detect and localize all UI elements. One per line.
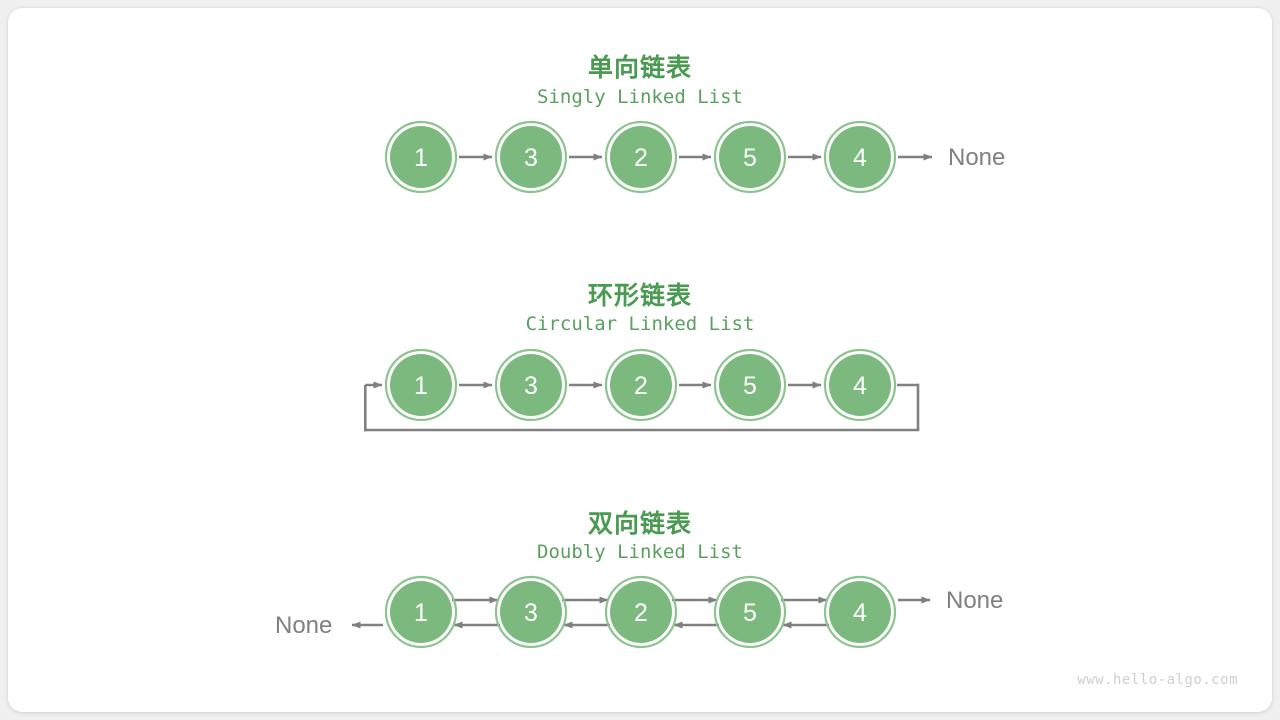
doubly-node-value-3: 5 [743, 599, 757, 627]
doubly-node-outer-ring-4 [823, 575, 897, 649]
singly-node-value-4: 4 [853, 144, 867, 172]
circular-node-value-1: 3 [524, 372, 538, 400]
doubly-node-fill-3 [719, 581, 781, 643]
circular-node-outer-ring-4 [823, 348, 897, 422]
doubly-node-value-4: 4 [853, 599, 867, 627]
doubly-node-value-2: 2 [634, 599, 648, 627]
singly-node-2: 2 [604, 120, 678, 194]
circular-node-value-0: 1 [414, 372, 428, 400]
doubly-node-outer-ring-3 [713, 575, 787, 649]
doubly-node-fill-2 [610, 581, 672, 643]
doubly-node-fill-1 [500, 581, 562, 643]
doubly-node-1: 3 [494, 575, 568, 649]
circular-node-value-2: 2 [634, 372, 648, 400]
singly-node-fill-4 [829, 126, 891, 188]
circular-node-2: 2 [604, 348, 678, 422]
singly-node-fill-2 [610, 126, 672, 188]
singly-node-value-1: 3 [524, 144, 538, 172]
doubly-node-0: 1 [384, 575, 458, 649]
singly-node-value-2: 2 [634, 144, 648, 172]
singly-node-0: 1 [384, 120, 458, 194]
doubly-node-outer-ring-2 [604, 575, 678, 649]
singly-node-value-3: 5 [743, 144, 757, 172]
circular-node-3: 5 [713, 348, 787, 422]
circular-node-value-4: 4 [853, 372, 867, 400]
singly-node-outer-ring-4 [823, 120, 897, 194]
doubly-node-outer-ring-1 [494, 575, 568, 649]
watermark: www.hello-algo.com [1077, 672, 1238, 688]
circular-node-0: 1 [384, 348, 458, 422]
doubly-node-2: 2 [604, 575, 678, 649]
doubly-list-subtitle: Doubly Linked List [537, 541, 743, 563]
doubly-node-3: 5 [713, 575, 787, 649]
doubly-list-title: 双向链表 [587, 510, 692, 538]
singly-node-outer-ring-0 [384, 120, 458, 194]
circular-node-outer-ring-0 [384, 348, 458, 422]
singly-node-fill-1 [500, 126, 562, 188]
singly-node-1: 3 [494, 120, 568, 194]
doubly-head-none-label: None [275, 612, 333, 639]
singly-node-outer-ring-3 [713, 120, 787, 194]
circular-node-fill-0 [390, 354, 452, 416]
circular-node-fill-4 [829, 354, 891, 416]
circular-list-subtitle: Circular Linked List [525, 313, 755, 335]
circular-node-fill-3 [719, 354, 781, 416]
singly-tail-none-label: None [948, 144, 1006, 171]
singly-node-3: 5 [713, 120, 787, 194]
circular-node-fill-1 [500, 354, 562, 416]
doubly-tail-none-label: None [946, 587, 1004, 614]
singly-list-subtitle: Singly Linked List [537, 86, 743, 108]
singly-list-title: 单向链表 [587, 54, 692, 82]
singly-node-fill-3 [719, 126, 781, 188]
singly-node-value-0: 1 [414, 144, 428, 172]
singly-node-4: 4 [823, 120, 897, 194]
doubly-node-value-0: 1 [414, 599, 428, 627]
circular-node-outer-ring-2 [604, 348, 678, 422]
doubly-node-4: 4 [823, 575, 897, 649]
doubly-node-fill-0 [390, 581, 452, 643]
circular-node-4: 4 [823, 348, 897, 422]
circular-node-outer-ring-1 [494, 348, 568, 422]
doubly-node-outer-ring-0 [384, 575, 458, 649]
doubly-node-fill-4 [829, 581, 891, 643]
circular-node-outer-ring-3 [713, 348, 787, 422]
singly-node-fill-0 [390, 126, 452, 188]
singly-node-outer-ring-1 [494, 120, 568, 194]
circular-list-title: 环形链表 [587, 282, 692, 310]
circular-node-1: 3 [494, 348, 568, 422]
circular-node-value-3: 5 [743, 372, 757, 400]
singly-node-outer-ring-2 [604, 120, 678, 194]
doubly-node-value-1: 3 [524, 599, 538, 627]
circular-node-fill-2 [610, 354, 672, 416]
